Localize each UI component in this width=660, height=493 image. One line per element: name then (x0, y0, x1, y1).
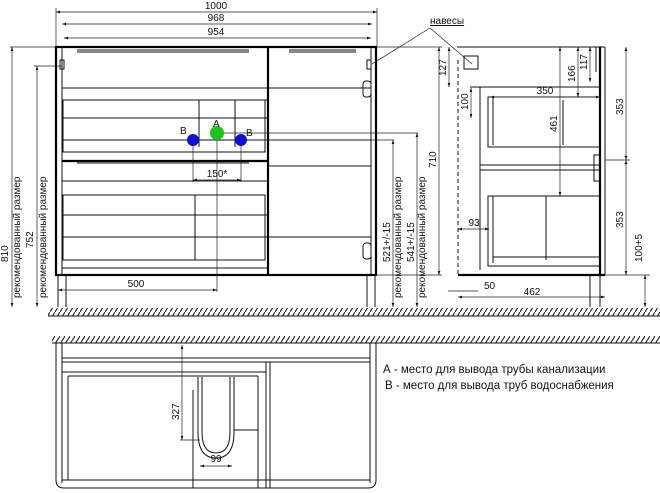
dim-541: 541+/-15 (406, 222, 417, 262)
dim-954: 954 (208, 27, 225, 38)
label-hinges: навесы (430, 16, 464, 27)
supply-point-right (235, 134, 247, 146)
dim-166: 166 (567, 65, 578, 82)
dim-50: 50 (484, 281, 496, 292)
drain-cutout (197, 377, 235, 459)
dim-100: 100 (460, 93, 471, 110)
label-recommended: рекомендованный размер (393, 176, 404, 298)
plan-view: 327 99 (55, 343, 377, 489)
dim-127: 127 (438, 59, 449, 76)
dim-100-5: 100+5 (634, 233, 645, 262)
hinge-icon (362, 242, 372, 260)
front-dimensions: 1000 968 954 150* 500 810 рекомендованны… (0, 1, 442, 307)
front-view: B A B (54, 45, 418, 307)
side-dimensions: 127 100 350 461 166 117 353 353 100+5 93… (438, 47, 650, 307)
dim-353-bottom: 353 (615, 211, 626, 228)
legend-a: А - место для вывода трубы канализации (383, 364, 605, 376)
dim-117: 117 (579, 54, 590, 70)
dim-150: 150* (207, 169, 228, 180)
dim-461: 461 (549, 115, 560, 132)
floor-hatch (48, 308, 660, 316)
dim-710: 710 (428, 151, 439, 168)
legend-b: В - место для вывода труб водоснабжения (385, 380, 614, 392)
hinge-icon (362, 80, 372, 98)
side-view: навесы (371, 16, 606, 307)
dim-968: 968 (208, 13, 225, 24)
supply-point-left (187, 134, 199, 146)
dim-327: 327 (171, 403, 182, 420)
label-recommended: рекомендованный размер (12, 176, 23, 298)
dim-1000: 1000 (205, 1, 228, 12)
drain-point (210, 126, 224, 140)
label-a: A (213, 119, 220, 130)
dim-353-top: 353 (615, 98, 626, 115)
legend: А - место для вывода трубы канализации В… (383, 364, 614, 392)
dim-350: 350 (537, 86, 554, 97)
dim-810: 810 (0, 245, 11, 262)
label-b-left: B (180, 126, 187, 137)
dim-500: 500 (128, 279, 145, 290)
dim-99: 99 (210, 454, 222, 465)
label-recommended: рекомендованный размер (38, 176, 49, 298)
label-b-right: B (246, 128, 253, 139)
label-recommended: рекомендованный размер (417, 176, 428, 298)
wall-hatch (52, 336, 660, 343)
dim-752: 752 (25, 231, 36, 248)
dim-521: 521+/-15 (382, 222, 393, 262)
dim-462: 462 (524, 287, 541, 298)
dim-93: 93 (468, 218, 480, 229)
